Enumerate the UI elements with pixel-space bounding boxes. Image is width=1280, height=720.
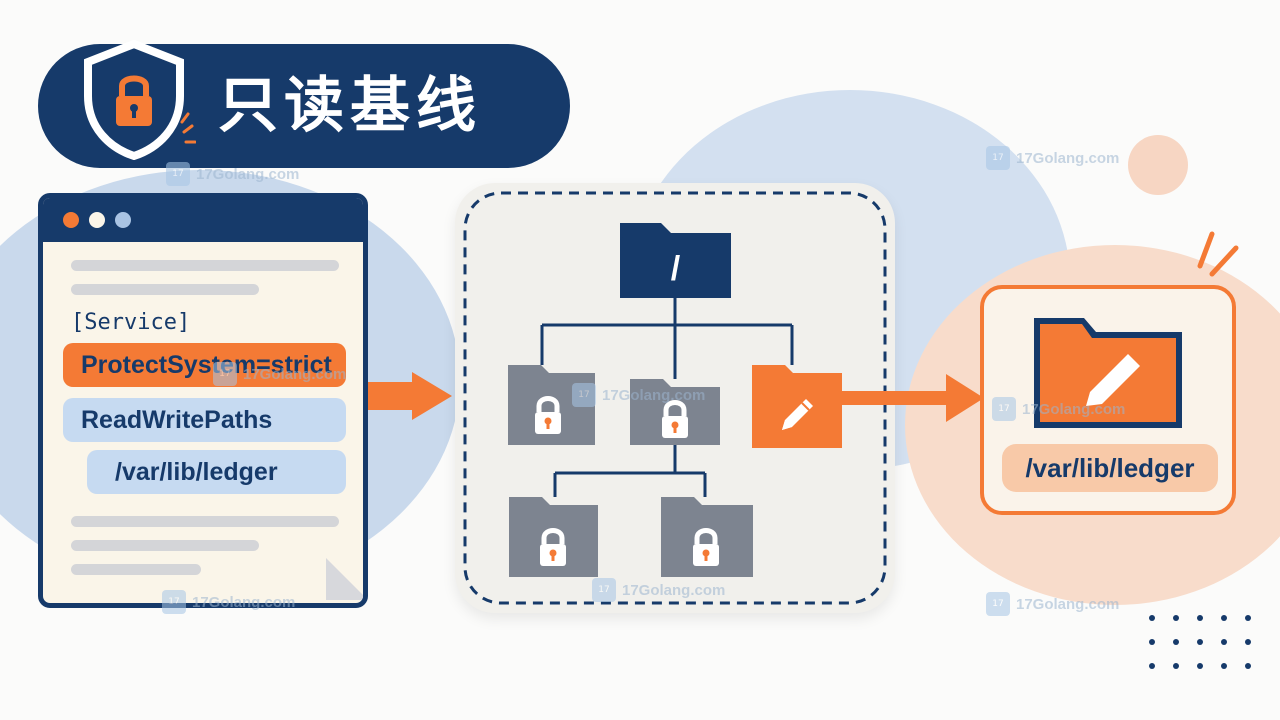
spark-decoration bbox=[1197, 231, 1239, 277]
window-dot-blue bbox=[115, 212, 131, 228]
arrow-shaft bbox=[368, 382, 414, 410]
watermark: 17 17Golang.com bbox=[992, 397, 1125, 421]
lock-icon bbox=[662, 400, 688, 438]
dot-grid-decoration bbox=[1149, 615, 1251, 669]
config-window: [Service] ProtectSystem=strict ReadWrite… bbox=[38, 193, 368, 608]
placeholder-line bbox=[71, 516, 339, 527]
page-title: 只读基线 bbox=[218, 71, 482, 141]
pencil-icon bbox=[1086, 354, 1140, 406]
protect-system-line: ProtectSystem=strict bbox=[63, 343, 346, 387]
target-path-label: /var/lib/ledger bbox=[1002, 444, 1218, 492]
pencil-icon bbox=[782, 399, 813, 430]
window-titlebar bbox=[43, 198, 363, 242]
watermark: 17 17Golang.com bbox=[162, 590, 295, 614]
watermark-logo: 17 bbox=[166, 162, 190, 186]
arrow-shaft bbox=[842, 391, 950, 405]
watermark-logo: 17 bbox=[592, 578, 616, 602]
watermark: 17 17Golang.com bbox=[213, 362, 346, 386]
watermark: 17 17Golang.com bbox=[572, 383, 705, 407]
arrow-right-icon bbox=[946, 374, 984, 422]
watermark-logo: 17 bbox=[572, 383, 596, 407]
service-section-label: [Service] bbox=[71, 310, 191, 335]
writable-folder-icon bbox=[1034, 318, 1182, 428]
page-curl bbox=[326, 558, 363, 600]
background-dot bbox=[1128, 135, 1188, 195]
lock-icon bbox=[535, 396, 561, 434]
filesystem-tree bbox=[463, 191, 887, 605]
lock-icon bbox=[540, 528, 566, 566]
locked-folder-icon bbox=[509, 497, 598, 577]
window-dot-orange bbox=[63, 212, 79, 228]
watermark-logo: 17 bbox=[162, 590, 186, 614]
watermark: 17 17Golang.com bbox=[986, 592, 1119, 616]
watermark: 17 17Golang.com bbox=[166, 162, 299, 186]
root-folder-icon bbox=[620, 223, 731, 298]
locked-folder-icon bbox=[630, 379, 720, 445]
placeholder-line bbox=[71, 260, 339, 271]
readwrite-path-value: /var/lib/ledger bbox=[87, 450, 346, 494]
placeholder-line bbox=[71, 540, 259, 551]
watermark-logo: 17 bbox=[992, 397, 1016, 421]
watermark: 17 17Golang.com bbox=[986, 146, 1119, 170]
window-dot-white bbox=[89, 212, 105, 228]
placeholder-line bbox=[71, 564, 201, 575]
watermark-logo: 17 bbox=[213, 362, 237, 386]
lock-icon bbox=[693, 528, 719, 566]
readwrite-paths-label: ReadWritePaths bbox=[63, 398, 346, 442]
arrow-right-icon bbox=[412, 372, 452, 420]
watermark-logo: 17 bbox=[986, 592, 1010, 616]
shield-lock-icon bbox=[84, 39, 196, 160]
placeholder-line bbox=[71, 284, 259, 295]
watermark-logo: 17 bbox=[986, 146, 1010, 170]
root-folder-label: / bbox=[670, 250, 681, 288]
watermark: 17 17Golang.com bbox=[592, 578, 725, 602]
locked-folder-icon bbox=[661, 497, 753, 577]
